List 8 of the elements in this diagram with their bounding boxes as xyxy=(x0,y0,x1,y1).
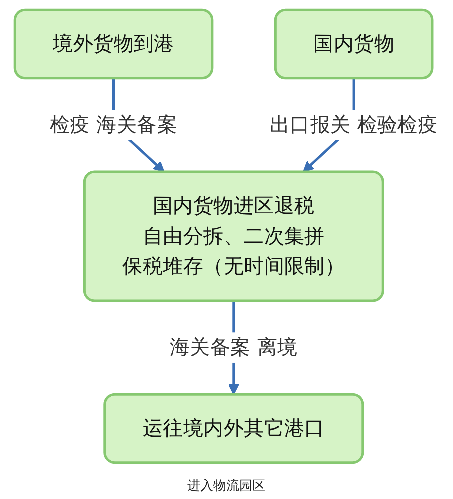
edge-label: 海关备案 离境 xyxy=(170,335,298,360)
note-text: 进入物流园区 xyxy=(188,479,266,494)
node-box: 境外货物到港 xyxy=(14,8,214,80)
node-box: 运往境内外其它港口 xyxy=(103,393,364,464)
node-box: 国内货物 xyxy=(274,8,434,80)
edge-label: 检疫 海关备案 xyxy=(50,112,178,137)
edge-label: 出口报关 检验检疫 xyxy=(270,112,438,137)
node-box: 国内货物进区退税 自由分拆、二次集拼 保税堆存（无时间限制） xyxy=(83,170,384,302)
